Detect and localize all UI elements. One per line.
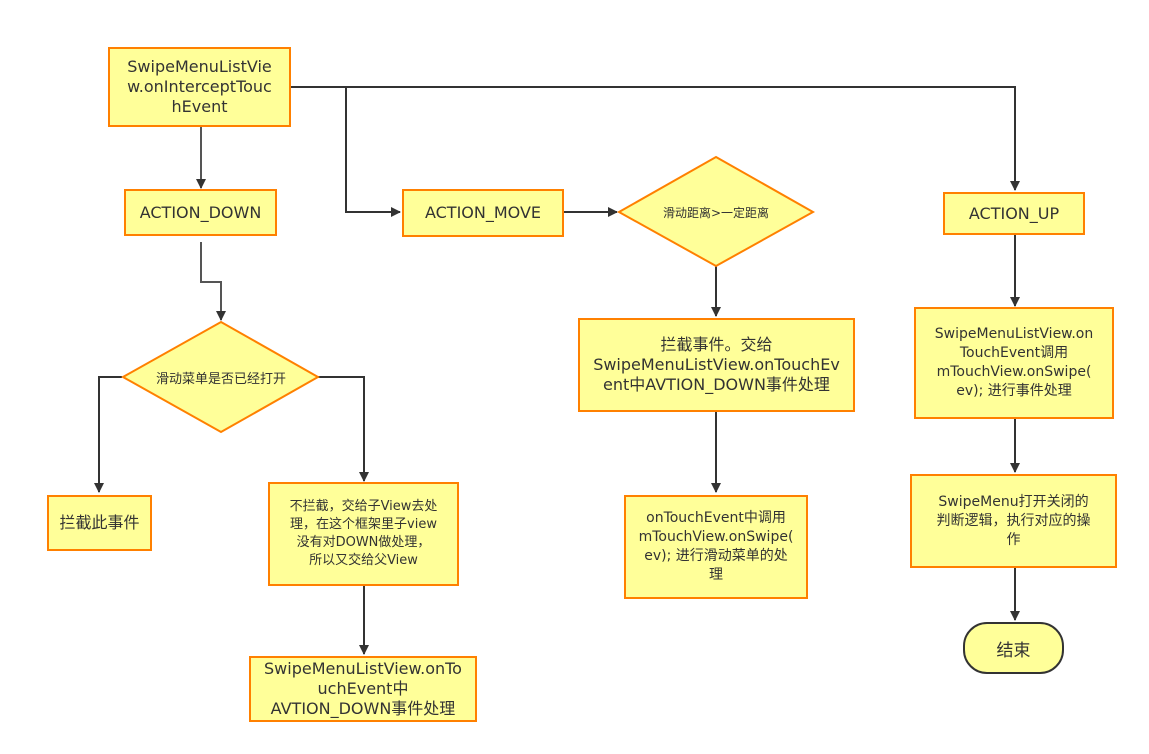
intercept-event-node: 拦截此事件 [47, 495, 152, 551]
action-up-label: ACTION_UP [968, 203, 1060, 223]
action-move-label: ACTION_MOVE [424, 203, 542, 222]
parent-touch-event-label: SwipeMenuListView.onTo uchEvent中 AVTION_… [264, 659, 462, 718]
action-move-node: ACTION_MOVE [402, 189, 564, 237]
action-down-label: ACTION_DOWN [139, 202, 262, 222]
action-down-node: ACTION_DOWN [124, 189, 277, 236]
not-intercept-node: 不拦截，交给子View去处 理，在这个框架里子view 没有对DOWN做处理， … [268, 482, 459, 586]
not-intercept-label: 不拦截，交给子View去处 理，在这个框架里子view 没有对DOWN做处理， … [289, 499, 438, 568]
decision-menu-open-shape [120, 320, 321, 434]
parent-touch-event-node: SwipeMenuListView.onTo uchEvent中 AVTION_… [249, 656, 477, 722]
move-swipe-label: onTouchEvent中调用 mTouchView.onSwipe( ev);… [638, 510, 794, 583]
up-touch-event-node: SwipeMenuListView.on TouchEvent调用 mTouch… [914, 307, 1114, 419]
end-label: 结束 [996, 640, 1031, 661]
edge-start-to-bus [290, 86, 1020, 191]
edge-start-to-action-move [345, 87, 401, 217]
move-intercept-label: 拦截事件。交给 SwipeMenuListView.onTouchEv ent中… [593, 335, 840, 394]
intercept-event-label: 拦截此事件 [59, 513, 140, 532]
decision-distance-shape [616, 155, 816, 268]
start-node: SwipeMenuListVie w.onInterceptTouc hEven… [108, 47, 291, 127]
up-judge-label: SwipeMenu打开关闭的 判断逻辑，执行对应的操 作 [936, 493, 1091, 548]
edge-action-down-to-decision [200, 242, 226, 321]
up-judge-node: SwipeMenu打开关闭的 判断逻辑，执行对应的操 作 [910, 474, 1117, 568]
start-node-label: SwipeMenuListVie w.onInterceptTouc hEven… [127, 57, 272, 116]
edge-decision-to-intercept [94, 376, 122, 493]
move-swipe-node: onTouchEvent中调用 mTouchView.onSwipe( ev);… [624, 495, 808, 599]
move-intercept-node: 拦截事件。交给 SwipeMenuListView.onTouchEv ent中… [578, 318, 855, 412]
edge-decision-to-not-intercept [317, 376, 369, 482]
up-touch-event-label: SwipeMenuListView.on TouchEvent调用 mTouch… [934, 326, 1094, 399]
end-node: 结束 [963, 622, 1064, 674]
action-up-node: ACTION_UP [943, 192, 1085, 235]
